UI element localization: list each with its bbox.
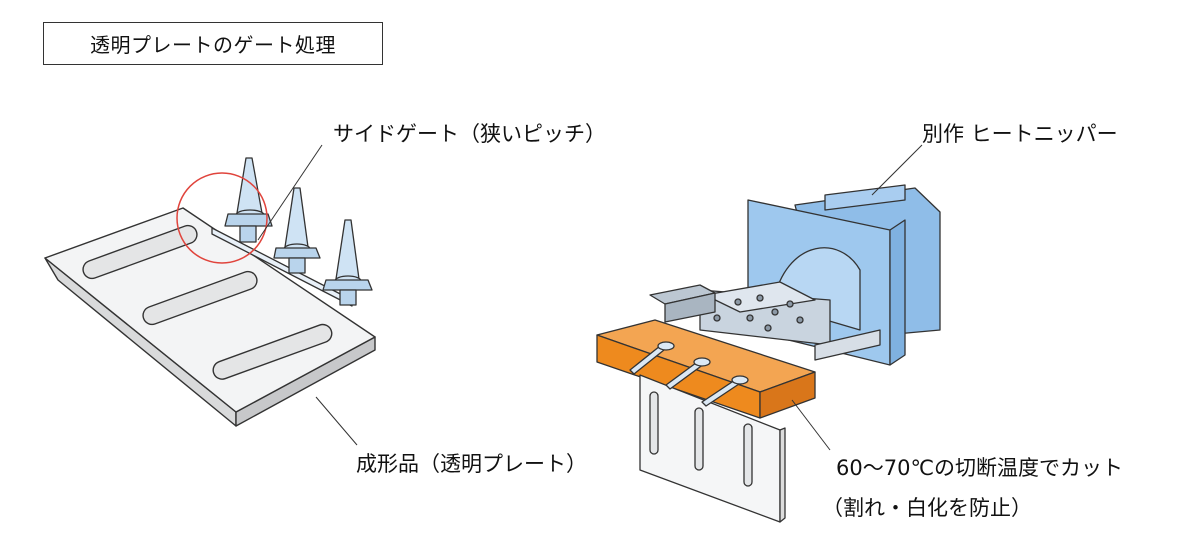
label-cut-temp: 60〜70℃の切断温度でカット (836, 456, 1124, 480)
label-molded-part: 成形品（透明プレート） (356, 452, 587, 476)
leader-side-gate (257, 144, 323, 241)
title-box: 透明プレートのゲート処理 (43, 22, 383, 65)
label-cut-temp-note: （割れ・白化を防止） (822, 496, 1032, 520)
side-gates (211, 157, 373, 307)
leader-molded-part (315, 396, 358, 446)
label-heat-nipper: 別作 ヒートニッパー (922, 122, 1118, 146)
leader-cut-temp (791, 399, 831, 451)
leader-heat-nipper (871, 144, 923, 196)
heat-nipper (596, 184, 941, 523)
highlight-circle (176, 172, 268, 264)
label-side-gate: サイドゲート（狭いピッチ） (333, 122, 606, 146)
transparent-plate (44, 207, 376, 427)
title-text: 透明プレートのゲート処理 (90, 33, 336, 57)
